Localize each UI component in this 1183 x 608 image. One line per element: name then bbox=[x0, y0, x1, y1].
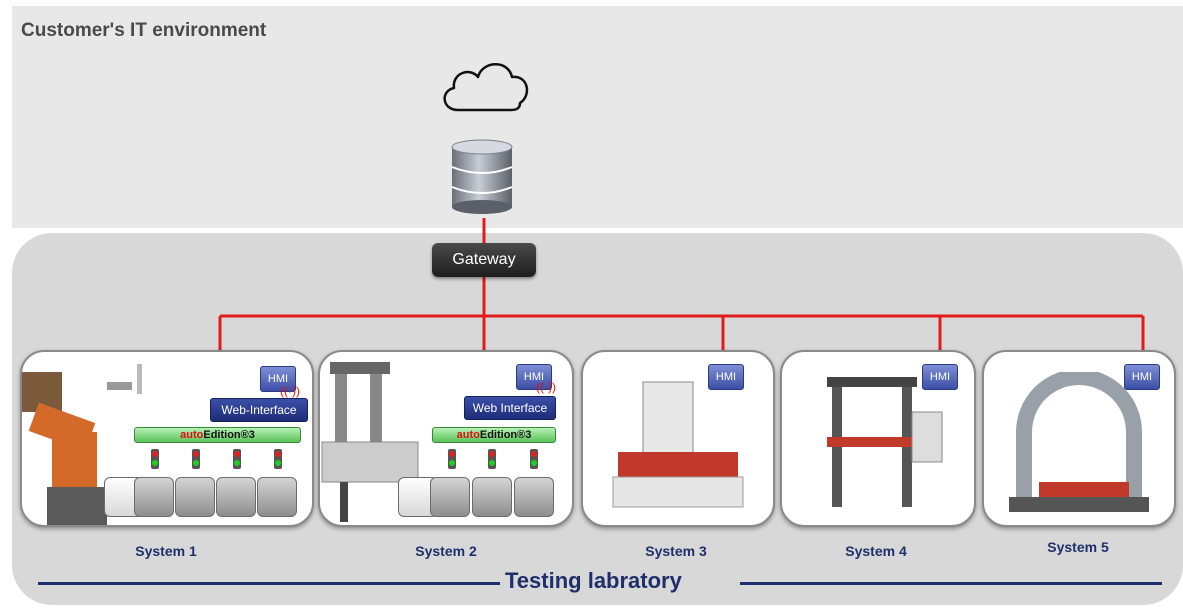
web-interface-1[interactable]: Web-Interface bbox=[210, 398, 308, 422]
lab-title-line-left bbox=[38, 582, 500, 585]
universal-testing-machine-icon bbox=[827, 377, 943, 507]
signal-light bbox=[488, 449, 496, 469]
module-block bbox=[257, 477, 297, 517]
module-block bbox=[514, 477, 554, 517]
module-block bbox=[175, 477, 215, 517]
system-3-label: System 3 bbox=[645, 543, 707, 559]
hmi-button-5[interactable]: HMI bbox=[1124, 364, 1160, 390]
system-5-label: System 5 bbox=[1047, 539, 1109, 555]
system-2-label: System 2 bbox=[415, 543, 477, 559]
database-icon bbox=[451, 139, 513, 214]
lab-title-line-right bbox=[740, 582, 1162, 585]
signal-light bbox=[192, 449, 200, 469]
auto-edition-prefix: auto bbox=[456, 429, 480, 441]
robot-arm-icon bbox=[22, 364, 142, 525]
system-5-panel: HMI bbox=[982, 350, 1176, 527]
hmi-button-2[interactable]: HMI bbox=[516, 364, 552, 390]
module-block bbox=[472, 477, 512, 517]
pendulum-impact-tester-icon bbox=[1009, 372, 1149, 512]
signal-light bbox=[233, 449, 241, 469]
signal-light bbox=[151, 449, 159, 469]
hmi-button-3[interactable]: HMI bbox=[708, 364, 744, 390]
system-1-label: System 1 bbox=[135, 543, 197, 559]
system-3-panel: HMI bbox=[581, 350, 775, 527]
testing-machine-icon bbox=[321, 362, 419, 522]
it-environment-title: Customer's IT environment bbox=[21, 20, 267, 41]
lab-title: Testing labratory bbox=[505, 568, 682, 593]
wifi-icon: ((·)) bbox=[280, 384, 300, 398]
module-block bbox=[216, 477, 256, 517]
wifi-icon: ((·)) bbox=[536, 380, 556, 394]
hardness-tester-icon bbox=[612, 381, 744, 508]
hmi-button-1[interactable]: HMI bbox=[260, 366, 296, 392]
auto-edition-suffix: Edition®3 bbox=[203, 429, 255, 441]
web-interface-2[interactable]: Web Interface bbox=[464, 396, 556, 420]
signal-light bbox=[448, 449, 456, 469]
cloud-icon bbox=[443, 63, 529, 112]
hmi-button-4[interactable]: HMI bbox=[922, 364, 958, 390]
system-4-panel: HMI bbox=[780, 350, 976, 527]
signal-light bbox=[274, 449, 282, 469]
gateway-box: Gateway bbox=[432, 243, 536, 277]
auto-edition-prefix: auto bbox=[180, 429, 204, 441]
module-block bbox=[134, 477, 174, 517]
auto-edition-suffix: Edition®3 bbox=[479, 429, 532, 441]
it-environment-area bbox=[12, 6, 1183, 228]
signal-light bbox=[530, 449, 538, 469]
module-block bbox=[430, 477, 470, 517]
system-4-label: System 4 bbox=[845, 543, 907, 559]
